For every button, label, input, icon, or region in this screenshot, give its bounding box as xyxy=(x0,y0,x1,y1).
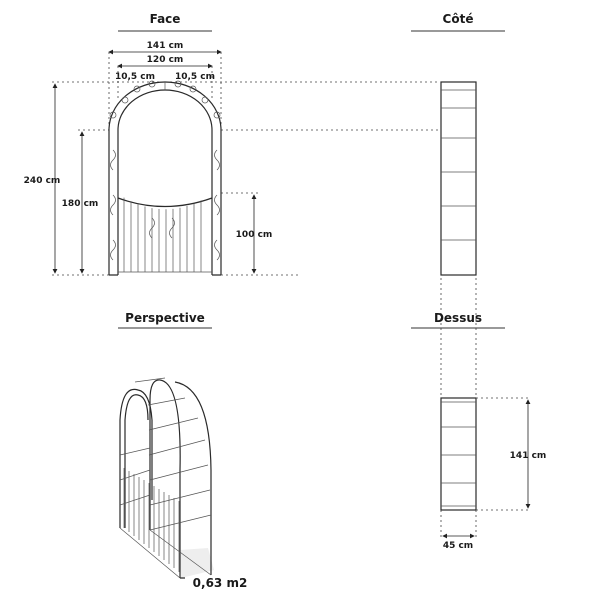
width-inner-label: 120 cm xyxy=(147,55,184,65)
arch-frame xyxy=(108,81,222,276)
top-length-label: 141 cm xyxy=(510,451,547,461)
area-label: 0,63 m2 xyxy=(193,576,248,590)
side-crossbars xyxy=(441,89,476,241)
height-straight-label: 180 cm xyxy=(62,199,99,209)
width-outer-label: 141 cm xyxy=(147,41,184,51)
perspective-back-arch xyxy=(119,388,153,528)
top-frame xyxy=(440,397,477,511)
perspective-gate-bars xyxy=(123,468,180,572)
perspective-title: Perspective xyxy=(125,311,205,325)
top-title: Dessus xyxy=(434,311,482,325)
height-total-label: 240 cm xyxy=(24,176,61,186)
gate-height-label: 100 cm xyxy=(236,230,273,240)
perspective-view: Perspective 0,63 m2 xyxy=(118,311,247,590)
top-view: Dessus 141 cm 45 cm xyxy=(411,311,546,551)
face-title: Face xyxy=(150,12,181,26)
height-extension-lines xyxy=(52,81,440,276)
arch-scrolls xyxy=(109,80,221,261)
top-crossbars xyxy=(441,401,476,507)
side-extension-lines xyxy=(440,278,477,540)
gate xyxy=(117,197,213,273)
side-right-label: 10,5 cm xyxy=(175,72,215,82)
face-view: Face 141 cm 120 cm 10,5 cm 10,5 cm 240 c… xyxy=(24,12,440,276)
side-frame xyxy=(440,81,477,276)
perspective-front-arch xyxy=(149,379,212,579)
perspective-crossbars xyxy=(119,377,212,579)
top-extension-lines xyxy=(476,397,530,511)
side-left-label: 10,5 cm xyxy=(115,72,155,82)
ground-area xyxy=(180,548,214,578)
side-view: Côté xyxy=(411,12,505,540)
top-depth-label: 45 cm xyxy=(443,541,473,551)
side-title: Côté xyxy=(443,12,474,26)
